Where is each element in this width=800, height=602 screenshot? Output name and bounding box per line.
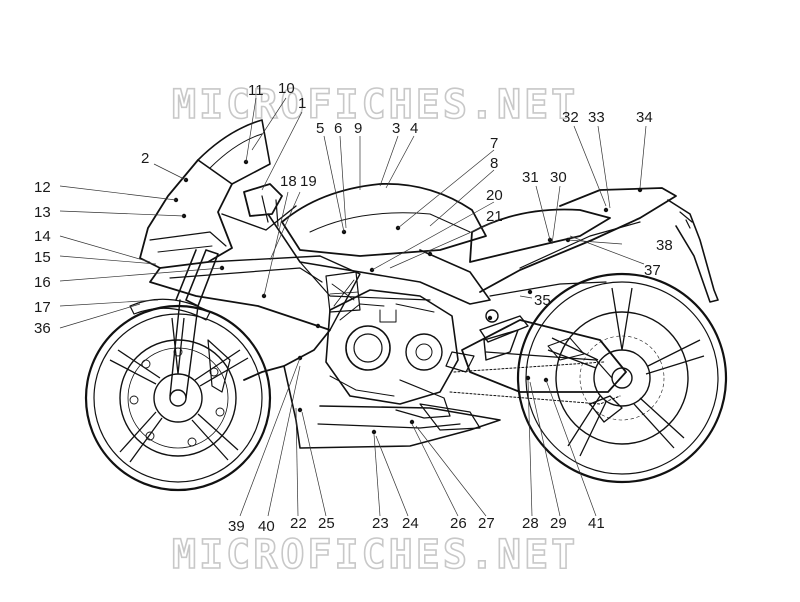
callout-32: 32 [562, 109, 579, 126]
leader-lines [59, 97, 647, 517]
callout-21: 21 [486, 208, 503, 225]
callout-5: 5 [316, 120, 324, 137]
callout-20: 20 [486, 187, 503, 204]
rearsets [419, 329, 519, 431]
handlebar [221, 183, 297, 231]
callout-1: 1 [298, 95, 306, 112]
callout-13: 13 [34, 204, 51, 221]
callout-39: 39 [228, 518, 245, 535]
callout-35: 35 [534, 292, 551, 309]
decal-markers [173, 159, 643, 435]
callout-14: 14 [34, 228, 51, 245]
fairing-body [139, 119, 719, 449]
callout-9: 9 [354, 120, 362, 137]
callout-29: 29 [550, 515, 567, 532]
rear-wheel [516, 272, 728, 484]
callout-16: 16 [34, 274, 51, 291]
watermark-bottom: MICROFICHES.NET [172, 532, 578, 578]
callout-15: 15 [34, 249, 51, 266]
callout-10: 10 [278, 80, 295, 97]
callout-22: 22 [290, 515, 307, 532]
front-wheel [84, 304, 272, 492]
callout-8: 8 [490, 155, 498, 172]
callout-7: 7 [490, 135, 498, 152]
callout-6: 6 [334, 120, 342, 137]
callout-23: 23 [372, 515, 389, 532]
callout-26: 26 [450, 515, 467, 532]
callout-18: 18 [280, 173, 297, 190]
swingarm [449, 309, 627, 423]
callout-36: 36 [34, 320, 51, 337]
callout-38: 38 [656, 237, 673, 254]
callout-41: 41 [588, 515, 605, 532]
callout-2: 2 [141, 150, 149, 167]
callout-40: 40 [258, 518, 275, 535]
watermark-top: MICROFICHES.NET [172, 82, 578, 128]
callout-34: 34 [636, 109, 653, 126]
motorcycle-drawing [84, 119, 728, 492]
callout-12: 12 [34, 179, 51, 196]
callout-17: 17 [34, 299, 51, 316]
callout-28: 28 [522, 515, 539, 532]
callout-24: 24 [402, 515, 419, 532]
callout-30: 30 [550, 169, 567, 186]
callout-4: 4 [410, 120, 418, 137]
callout-11: 11 [248, 82, 264, 99]
callout-37: 37 [644, 262, 661, 279]
callout-27: 27 [478, 515, 495, 532]
callout-25: 25 [318, 515, 335, 532]
callout-31: 31 [522, 169, 539, 186]
engine [325, 271, 459, 419]
callout-19: 19 [300, 173, 317, 190]
callout-33: 33 [588, 109, 605, 126]
callout-numbers: 11 10 1 2 12 13 14 15 16 17 36 5 6 9 3 4… [34, 80, 673, 535]
callout-3: 3 [392, 120, 400, 137]
